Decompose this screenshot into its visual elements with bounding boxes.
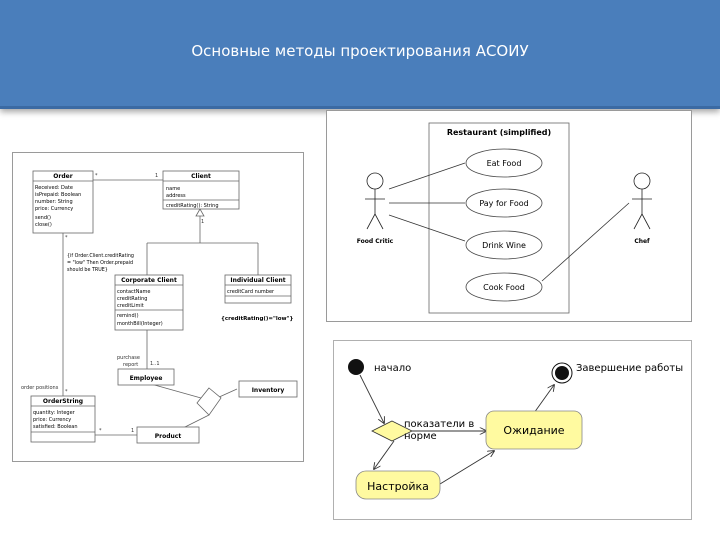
use-case-pay-for-food: Pay for Food bbox=[465, 188, 543, 218]
class-corporate-client: Corporate Client contactName creditRatin… bbox=[114, 274, 184, 331]
svg-text:monthBill(Integer): monthBill(Integer) bbox=[117, 321, 163, 327]
svg-text:*: * bbox=[65, 389, 68, 395]
initial-node bbox=[348, 359, 364, 375]
svg-text:1: 1 bbox=[131, 428, 134, 434]
svg-text:report: report bbox=[123, 362, 138, 368]
end-label: Завершение работы bbox=[576, 363, 683, 374]
svg-text:price: Currency: price: Currency bbox=[33, 417, 71, 423]
guard-label-1: показатели в bbox=[404, 419, 474, 430]
state-setup: Настройка bbox=[355, 470, 441, 500]
class-product: Product bbox=[136, 426, 200, 444]
svg-text:Received: Date: Received: Date bbox=[35, 185, 73, 191]
actor-right-figure bbox=[632, 172, 652, 230]
class-order: Order Received: Date isPrepaid: Boolean … bbox=[32, 170, 94, 234]
svg-text:order positions: order positions bbox=[21, 385, 59, 391]
svg-text:*: * bbox=[65, 235, 68, 241]
actor-right-label: Chef bbox=[634, 238, 650, 245]
svg-text:close(): close() bbox=[35, 222, 52, 228]
svg-text:Product: Product bbox=[155, 433, 182, 440]
svg-text:Ожидание: Ожидание bbox=[503, 424, 564, 437]
svg-text:isPrepaid: Boolean: isPrepaid: Boolean bbox=[35, 192, 81, 198]
actor-left-figure bbox=[365, 172, 385, 230]
class-inventory: Inventory bbox=[238, 380, 298, 398]
svg-text:remind(): remind() bbox=[117, 313, 139, 319]
class-employee: Employee bbox=[117, 368, 175, 386]
svg-text:should be TRUE}: should be TRUE} bbox=[67, 267, 108, 273]
svg-text:satisfied: Boolean: satisfied: Boolean bbox=[33, 424, 78, 430]
decision-node bbox=[371, 420, 413, 442]
class-diagram-panel: Order Received: Date isPrepaid: Boolean … bbox=[12, 152, 304, 462]
guard-label-2: норме bbox=[404, 431, 437, 442]
use-case-eat-food: Eat Food bbox=[465, 148, 543, 178]
svg-text:address: address bbox=[166, 193, 186, 199]
state-diagram: начало Завершение работы показатели в но… bbox=[348, 359, 683, 500]
state-diagram-panel: начало Завершение работы показатели в но… bbox=[333, 340, 692, 520]
svg-text:price: Currency: price: Currency bbox=[35, 206, 73, 212]
class-diagram: Order Received: Date isPrepaid: Boolean … bbox=[21, 170, 298, 444]
note-constraint: {if Order.Client.creditRating = "low" Th… bbox=[67, 253, 134, 273]
svg-text:name: name bbox=[166, 186, 180, 192]
class-individual-client: Individual Client creditCard number bbox=[224, 274, 292, 304]
svg-text:Настройка: Настройка bbox=[367, 480, 429, 493]
svg-text:Cook Food: Cook Food bbox=[483, 283, 525, 292]
svg-text:Drink Wine: Drink Wine bbox=[482, 241, 526, 250]
svg-text:creditLimit: creditLimit bbox=[117, 303, 144, 309]
svg-text:Corporate Client: Corporate Client bbox=[121, 277, 177, 284]
system-title: Restaurant (simplified) bbox=[447, 128, 551, 137]
svg-text:*: * bbox=[95, 173, 98, 179]
class-client: Client name address creditRating(): Stri… bbox=[162, 170, 240, 210]
svg-text:quantity: Integer: quantity: Integer bbox=[33, 410, 76, 416]
svg-text:1: 1 bbox=[201, 219, 204, 225]
svg-text:1: 1 bbox=[155, 173, 158, 179]
svg-text:purchase: purchase bbox=[117, 355, 140, 361]
state-wait: Ожидание bbox=[485, 410, 583, 450]
svg-text:creditRating: creditRating bbox=[117, 296, 147, 302]
svg-text:Pay for Food: Pay for Food bbox=[479, 199, 528, 208]
svg-text:= "low" Then Order.prepaid: = "low" Then Order.prepaid bbox=[67, 260, 133, 266]
svg-text:Inventory: Inventory bbox=[252, 387, 285, 394]
slide-title: Основные методы проектирования АСОИУ bbox=[191, 42, 529, 60]
svg-text:Eat Food: Eat Food bbox=[487, 159, 522, 168]
use-case-drink-wine: Drink Wine bbox=[465, 230, 543, 260]
svg-text:1..1: 1..1 bbox=[150, 361, 160, 367]
title-bar: Основные методы проектирования АСОИУ bbox=[0, 0, 720, 109]
svg-text:creditRating(): String: creditRating(): String bbox=[166, 203, 219, 209]
start-label: начало bbox=[374, 363, 411, 374]
svg-text:OrderString: OrderString bbox=[43, 398, 83, 405]
svg-text:Client: Client bbox=[191, 173, 211, 180]
svg-text:creditCard number: creditCard number bbox=[227, 289, 275, 295]
use-case-cook-food: Cook Food bbox=[465, 272, 543, 302]
svg-text:number: String: number: String bbox=[35, 199, 73, 205]
class-orderstring: OrderString quantity: Integer price: Cur… bbox=[30, 395, 96, 443]
constraint-label: {creditRating()="low"} bbox=[221, 316, 293, 322]
actor-left-label: Food Critic bbox=[357, 238, 394, 245]
svg-text:Individual Client: Individual Client bbox=[230, 277, 285, 284]
use-case-panel: Restaurant (simplified) Food Critic Chef… bbox=[326, 110, 692, 322]
svg-text:contactName: contactName bbox=[117, 289, 150, 295]
svg-text:*: * bbox=[99, 428, 102, 434]
svg-text:send(): send() bbox=[35, 215, 51, 221]
svg-text:{if Order.Client.creditRating: {if Order.Client.creditRating bbox=[67, 253, 134, 259]
use-case-diagram: Restaurant (simplified) Food Critic Chef… bbox=[357, 122, 652, 314]
svg-text:Employee: Employee bbox=[130, 375, 163, 382]
class-name: Order bbox=[53, 173, 72, 180]
